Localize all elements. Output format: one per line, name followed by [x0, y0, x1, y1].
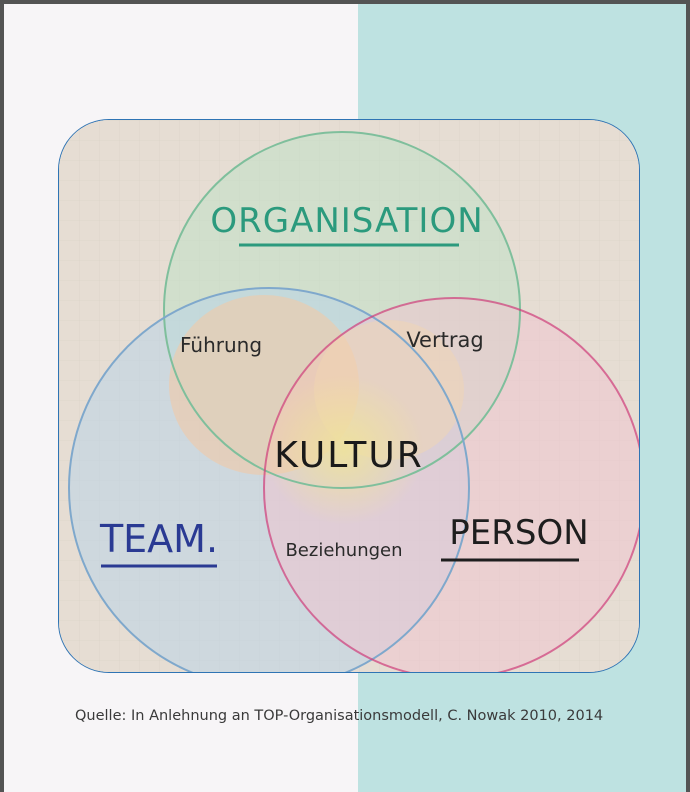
organisation-label: ORGANISATION — [210, 201, 483, 241]
venn-diagram-photo: ORGANISATION Führung Vertrag KULTUR TEAM… — [59, 120, 639, 672]
source-caption: Quelle: In Anlehnung an TOP-Organisation… — [75, 708, 604, 724]
person-circle — [263, 297, 639, 672]
team-circle — [68, 287, 470, 672]
team-label: TEAM. — [99, 517, 218, 561]
kultur-label: KULTUR — [274, 435, 423, 476]
kultur-fill — [264, 375, 424, 525]
beziehungen-label: Beziehungen — [285, 540, 402, 561]
vertrag-label: Vertrag — [406, 328, 483, 352]
venn-diagram: ORGANISATION Führung Vertrag KULTUR TEAM… — [59, 120, 639, 672]
fuehrung-label: Führung — [180, 333, 262, 357]
person-label: PERSON — [449, 513, 588, 553]
